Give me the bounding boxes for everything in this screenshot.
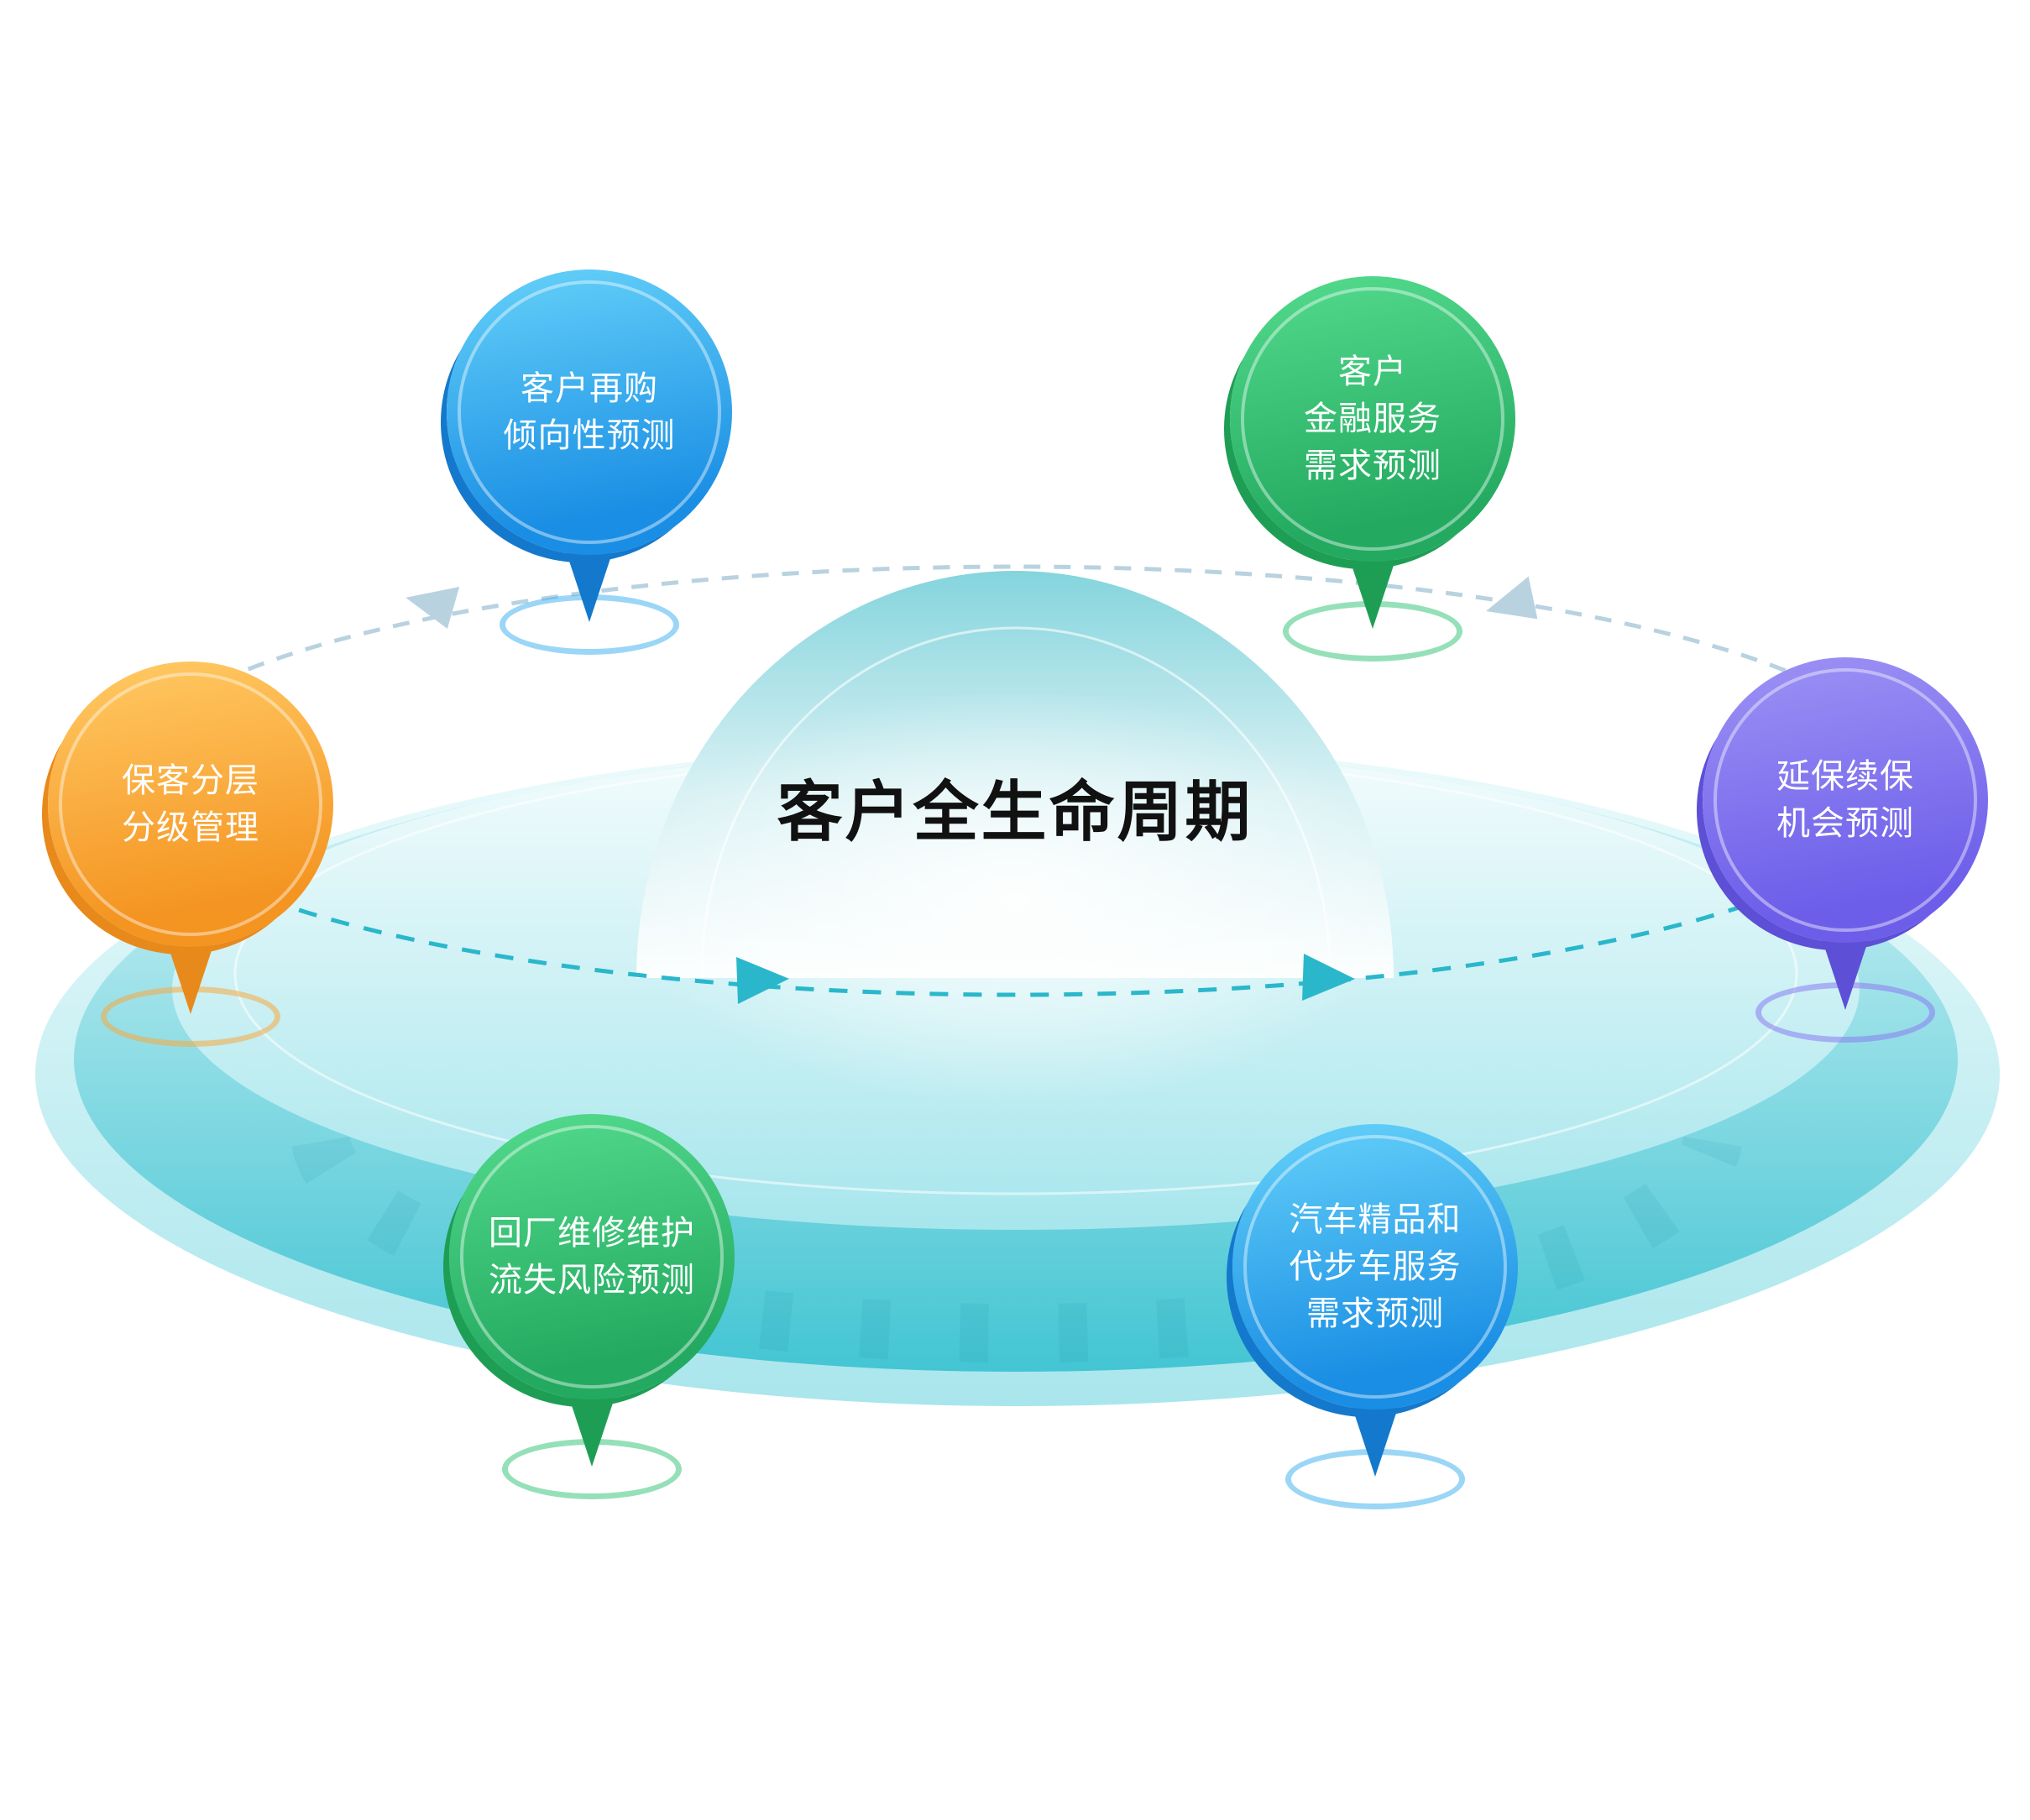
pin-label: 延保续保 机会预测 (1776, 758, 1914, 842)
pin-warranty-renewal-opportunity: 延保续保 机会预测 (1694, 657, 1996, 1060)
orbit-arrow-top-left (405, 587, 460, 629)
diagram-title: 客户全生命周期 (777, 775, 1253, 849)
pin-label: 客户再购 倾向性预测 (503, 370, 676, 454)
orbit-arrow-bottom-right (1302, 954, 1355, 1001)
orbit-arrow-bottom-left (736, 957, 789, 1004)
pin-accessory-mobility-service-demand: 汽车精品和 代步车服务 需求预测 (1224, 1124, 1526, 1527)
pin-repair-churn-risk: 回厂维修维护 流失风险预测 (441, 1114, 743, 1517)
center-glow (629, 688, 1401, 1108)
pin-balloon: 保客分层 分级管理 (48, 662, 333, 947)
pin-customer-repurchase: 客户再购 倾向性预测 (438, 269, 740, 672)
pin-label: 汽车精品和 代步车服务 需求预测 (1289, 1201, 1462, 1332)
pin-label: 客户 金融服务 需求预测 (1304, 353, 1441, 484)
pin-balloon: 客户 金融服务 需求预测 (1230, 276, 1515, 562)
pin-balloon: 延保续保 机会预测 (1703, 657, 1988, 943)
pin-label: 保客分层 分级管理 (122, 762, 259, 846)
pin-label: 回厂维修维护 流失风险预测 (489, 1215, 695, 1299)
orbit-arrow-top-right (1486, 576, 1538, 620)
pin-balloon: 回厂维修维护 流失风险预测 (449, 1114, 735, 1399)
pin-financial-service-demand: 客户 金融服务 需求预测 (1222, 276, 1524, 679)
pin-balloon: 客户再购 倾向性预测 (447, 269, 732, 555)
pin-balloon: 汽车精品和 代步车服务 需求预测 (1232, 1124, 1518, 1409)
pin-customer-tier-management: 保客分层 分级管理 (39, 662, 342, 1064)
